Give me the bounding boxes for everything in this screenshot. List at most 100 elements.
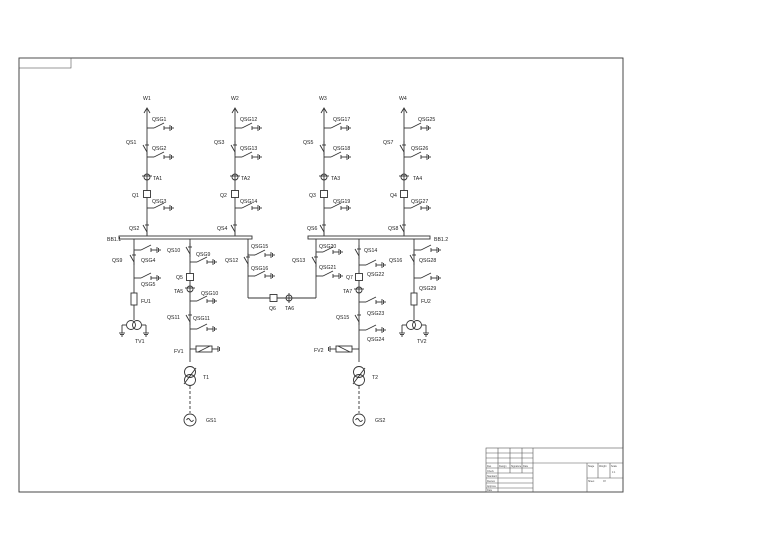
- label-q1: Q1: [132, 193, 139, 199]
- label-ta7: TA7: [343, 289, 352, 295]
- tb-cell: Of: [603, 480, 606, 483]
- label-ta6: TA6: [285, 306, 294, 312]
- label-qs12: QS12: [225, 258, 238, 264]
- tb-cell: Weight: [599, 465, 607, 468]
- label-q5: Q5: [176, 275, 183, 281]
- label-qs5: QS5: [303, 140, 313, 146]
- label-qs4: QS4: [217, 226, 227, 232]
- label-qsg11: QSG11: [193, 316, 210, 322]
- tb-cell: Scale: [611, 465, 618, 468]
- label-t1: T1: [203, 375, 209, 381]
- transformer-bay-t1: [183, 239, 220, 427]
- bus-coupler: [243, 239, 343, 303]
- label-qs2: QS2: [129, 226, 139, 232]
- label-fv1: FV1: [174, 349, 184, 355]
- label-qsg10: QSG10: [201, 291, 218, 297]
- label-tv1: TV1: [135, 339, 145, 345]
- label-w2: W2: [231, 96, 239, 102]
- label-qsg21: QSG21: [319, 265, 336, 271]
- label-q4: Q4: [390, 193, 397, 199]
- tb-cell: Design: [499, 465, 507, 468]
- busbar-bb1-1: [118, 235, 253, 240]
- label-q3: Q3: [309, 193, 316, 199]
- label-gs2: GS2: [375, 418, 385, 424]
- label-qsg12: QSG12: [240, 117, 257, 123]
- label-qs13: QS13: [292, 258, 305, 264]
- label-qsg15: QSG15: [251, 244, 268, 250]
- label-qs14: QS14: [364, 248, 377, 254]
- label-qs1: QS1: [126, 140, 136, 146]
- label-qsg20: QSG20: [319, 244, 336, 250]
- label-t2: T2: [372, 375, 378, 381]
- label-ta4: TA4: [413, 176, 422, 182]
- label-qsg3: QSG3: [152, 199, 167, 205]
- label-qs8: QS8: [388, 226, 398, 232]
- label-qsg19: QSG19: [333, 199, 350, 205]
- tb-cell: Approve: [487, 485, 497, 488]
- label-qsg1: QSG1: [152, 117, 167, 123]
- label-w4: W4: [399, 96, 407, 102]
- feeder-w2: [229, 107, 262, 236]
- label-qs6: QS6: [307, 226, 317, 232]
- tb-cell: 1:1: [612, 471, 616, 474]
- feeder-w1: [141, 107, 174, 236]
- label-qs10: QS10: [167, 248, 180, 254]
- tb-cell: Review: [487, 480, 495, 483]
- label-qsg14: QSG14: [240, 199, 257, 205]
- label-qs3: QS3: [214, 140, 224, 146]
- label-ta5: TA5: [174, 289, 183, 295]
- label-fu2: FU2: [421, 299, 431, 305]
- label-qsg24: QSG24: [367, 337, 384, 343]
- label-ta3: TA3: [331, 176, 340, 182]
- drawing-frame: [18, 57, 624, 493]
- label-qs9: QS9: [112, 258, 122, 264]
- tb-cell: Date: [487, 489, 493, 492]
- pt-bay-2: [398, 239, 441, 337]
- label-qsg5: QSG5: [141, 282, 156, 288]
- tb-cell: Des: [487, 465, 492, 468]
- label-qsg29: QSG29: [419, 286, 436, 292]
- label-qsg17: QSG17: [333, 117, 350, 123]
- title-block: Des Design Signature Date Check Standard…: [485, 447, 624, 493]
- label-w1: W1: [143, 96, 151, 102]
- label-qs7: QS7: [383, 140, 393, 146]
- tb-cell: Date: [523, 465, 529, 468]
- label-ta1: TA1: [153, 176, 162, 182]
- label-qsg26: QSG26: [411, 146, 428, 152]
- label-qsg9: QSG9: [196, 252, 211, 258]
- feeder-w3: [318, 107, 351, 236]
- label-ta2: TA2: [241, 176, 250, 182]
- tb-cell: Signature: [511, 465, 522, 468]
- transformer-bay-t2: [328, 239, 386, 427]
- label-qs15: QS15: [336, 315, 349, 321]
- tb-cell: Stage: [588, 465, 595, 468]
- label-qsg18: QSG18: [333, 146, 350, 152]
- label-qsg2: QSG2: [152, 146, 167, 152]
- label-fu1: FU1: [141, 299, 151, 305]
- bus-label-bb1-1: BB1.1: [107, 237, 121, 243]
- label-qsg25: QSG25: [418, 117, 435, 123]
- label-qsg13: QSG13: [240, 146, 257, 152]
- label-qsg16: QSG16: [251, 266, 268, 272]
- label-tv2: TV2: [417, 339, 427, 345]
- pt-bay-1: [118, 239, 161, 337]
- label-qs16: QS16: [389, 258, 402, 264]
- label-qsg4: QSG4: [141, 258, 156, 264]
- label-fv2: FV2: [314, 348, 324, 354]
- busbar-bb1-2: [307, 235, 431, 240]
- feeder-w4: [398, 107, 431, 236]
- label-w3: W3: [319, 96, 327, 102]
- tb-cell: Standard: [487, 475, 497, 478]
- tb-cell: Sheet: [588, 480, 595, 483]
- label-q2: Q2: [220, 193, 227, 199]
- label-qsg28: QSG28: [419, 258, 436, 264]
- label-q6: Q6: [269, 306, 276, 312]
- label-q7: Q7: [346, 275, 353, 281]
- bus-label-bb1-2: BB1.2: [434, 237, 448, 243]
- label-qsg23: QSG23: [367, 311, 384, 317]
- label-gs1: GS1: [206, 418, 216, 424]
- label-qsg27: QSG27: [411, 199, 428, 205]
- tb-cell: Check: [487, 470, 495, 473]
- label-qs11: QS11: [167, 315, 180, 321]
